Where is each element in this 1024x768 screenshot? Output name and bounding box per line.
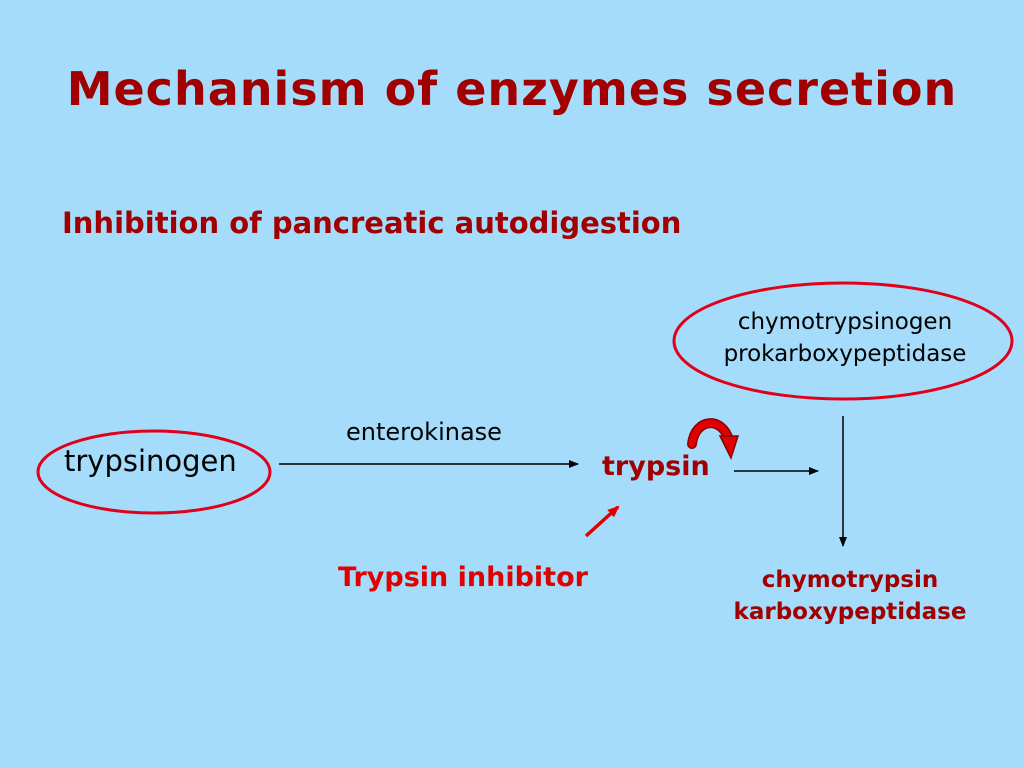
enterokinase-label: enterokinase [346, 418, 502, 446]
chymotrypsinogen-label: chymotrypsinogen [737, 309, 953, 335]
inhibitor-arrow [584, 505, 620, 538]
slide-title: Mechanism of enzymes secretion [66, 62, 958, 116]
trypsin-inhibitor-label: Trypsin inhibitor [338, 562, 588, 593]
prokarboxypeptidase-label: prokarboxypeptidase [723, 341, 967, 367]
products-group: chymotrypsin karboxypeptidase [700, 564, 1000, 628]
zymogens-group: chymotrypsinogen prokarboxypeptidase [676, 306, 1014, 370]
zymogens-ellipse [672, 281, 1014, 401]
autocatalysis-curved-arrow [687, 418, 740, 460]
trypsinogen-label: trypsinogen [64, 444, 237, 478]
slide-subtitle: Inhibition of pancreatic autodigestion [62, 206, 682, 240]
trypsin-label: trypsin [602, 451, 710, 482]
trypsinogen-ellipse [36, 429, 272, 515]
karboxypeptidase-label: karboxypeptidase [733, 599, 967, 625]
chymotrypsin-label: chymotrypsin [761, 567, 939, 593]
